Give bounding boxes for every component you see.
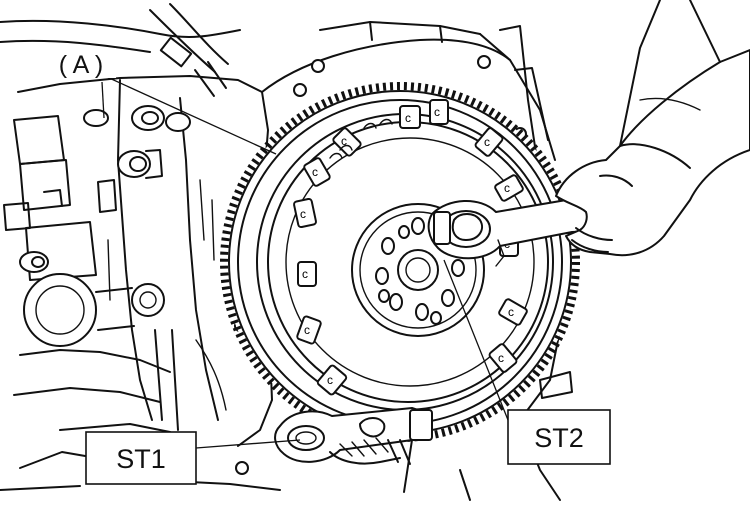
- svg-text:c: c: [341, 134, 347, 148]
- leader-a-1: [95, 71, 277, 155]
- callout-st1-label: ST1: [116, 444, 166, 474]
- callout-st1: ST1: [85, 431, 197, 485]
- svg-text:c: c: [304, 323, 310, 337]
- leader-lines: [95, 71, 509, 449]
- leader-st2: [443, 259, 509, 421]
- engine-block: [0, 3, 281, 491]
- callout-a-label: ( A ): [59, 51, 103, 79]
- flywheel: c c c c c c c c c c c c c: [220, 82, 580, 442]
- leader-st1: [195, 439, 301, 449]
- hand: [555, 0, 750, 257]
- svg-text:c: c: [484, 135, 490, 149]
- svg-text:c: c: [302, 267, 308, 281]
- hub-bolt-holes: [375, 217, 465, 325]
- callout-st2: ST2: [507, 409, 611, 465]
- svg-text:c: c: [312, 165, 318, 179]
- callout-st1-box: [85, 431, 197, 485]
- hub-center: [397, 249, 439, 291]
- st2-wrench: [427, 197, 590, 267]
- st1-stopper: [274, 407, 433, 493]
- callout-st2-label: ST2: [534, 423, 584, 453]
- svg-text:c: c: [327, 373, 333, 387]
- svg-text:c: c: [434, 105, 440, 119]
- hub-outer: [351, 203, 485, 337]
- clutch-clips: c c c c c c c c c c c c c: [293, 99, 528, 396]
- svg-text:c: c: [504, 181, 510, 195]
- svg-text:c: c: [498, 351, 504, 365]
- svg-text:c: c: [405, 111, 411, 125]
- callout-st2-box: [507, 409, 611, 465]
- svg-text:c: c: [300, 207, 306, 221]
- leader-a-2: [101, 81, 105, 119]
- svg-text:c: c: [508, 305, 514, 319]
- callout-a: ( A ): [46, 48, 116, 79]
